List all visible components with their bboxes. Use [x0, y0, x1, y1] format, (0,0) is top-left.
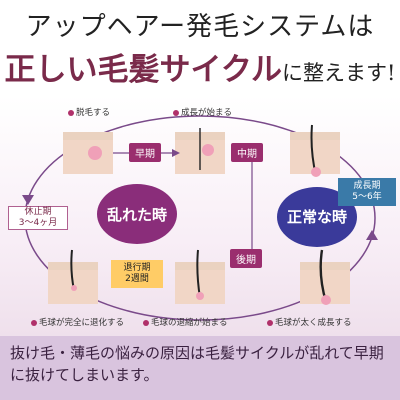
normal-circle — [277, 187, 357, 247]
hair-tile-bottom-mid — [175, 249, 225, 304]
early-connector-arrow — [172, 149, 180, 157]
node-label-bottom-mid: 毛球の退縮が始まる — [143, 316, 228, 328]
headline-emphasis: 正しい毛髪サイクル — [4, 52, 282, 88]
bullet-dot — [68, 109, 74, 116]
footer-text: 抜け毛・薄毛の悩みの原因は毛髪サイクルが乱れて早期に抜けてしまいます。 — [10, 344, 384, 384]
node-label-top-left: 脱毛する — [68, 106, 110, 118]
node-label-bottom-left: 毛球が完全に退化する — [31, 316, 124, 328]
headline-suffix: に整えます! — [282, 61, 396, 85]
ring-arrow-right — [366, 230, 378, 240]
bullet-dot — [143, 319, 149, 326]
hair-tile-top-mid — [175, 128, 225, 174]
resting-phase-box: 休止期 3～4ヶ月 — [8, 206, 68, 230]
bullet-dot — [173, 109, 179, 116]
headline-line2: 正しい毛髪サイクルに整えます! — [0, 44, 400, 89]
disordered-circle — [97, 184, 177, 244]
regression-phase-box: 退行期 2週間 — [111, 260, 163, 288]
headline-line1: アップヘアー発毛システムは — [25, 12, 375, 42]
growth-phase-box: 成長期 5～6年 — [338, 178, 396, 206]
bullet-dot — [31, 319, 37, 326]
ring-arrow-left — [22, 195, 34, 205]
phase-early-label: 早期 — [129, 143, 161, 162]
bullet-dot — [267, 319, 273, 326]
hair-tile-top-right — [290, 124, 340, 177]
disordered-label: 乱れた時 — [106, 206, 167, 224]
phase-middle-label: 中期 — [231, 143, 263, 162]
hair-tile-top-left — [63, 132, 113, 174]
hair-tile-bottom-left — [48, 249, 98, 304]
normal-label: 正常な時 — [286, 208, 347, 226]
phase-late-label: 後期 — [230, 249, 262, 268]
node-label-bottom-right: 毛球が太く成長する — [267, 316, 352, 328]
node-label-top-mid: 成長が始まる — [173, 106, 232, 118]
footer-band — [0, 336, 400, 400]
hair-tile-bottom-right — [300, 249, 350, 305]
